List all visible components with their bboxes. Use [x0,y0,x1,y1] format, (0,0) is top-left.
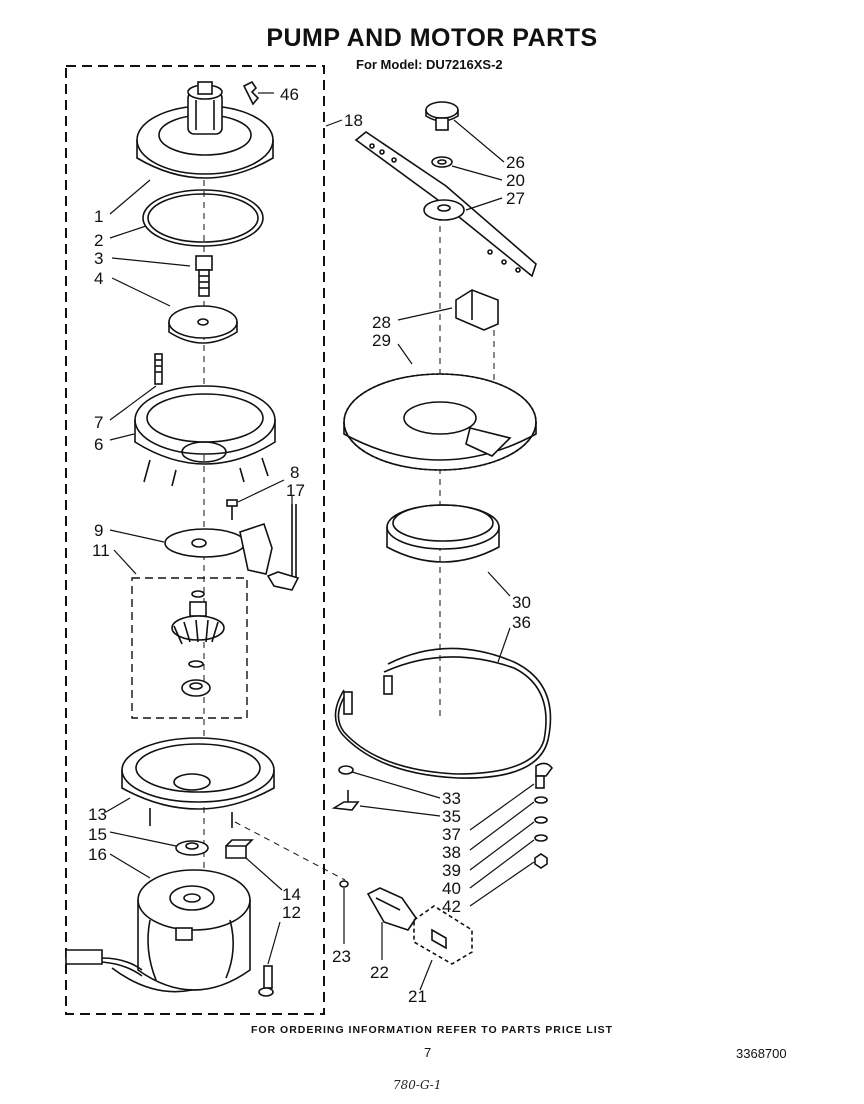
handwritten-code: 780-G-1 [393,1078,442,1092]
callout-18: 18 [344,111,363,130]
callout-20: 20 [506,171,525,190]
pump-assembly-boundary [65,65,325,1015]
pump-housing-part-6 [134,385,276,487]
callout-22: 22 [370,963,389,982]
callout-14: 14 [282,885,301,904]
page-number: 7 [424,1045,432,1060]
connector-part-22 [366,887,417,931]
callout-21: 21 [408,987,427,1006]
callout-4: 4 [94,269,103,288]
callout-9: 9 [94,521,103,540]
callout-33: 33 [442,789,461,808]
washer-part-20 [431,156,453,168]
gasket-ring-part-2 [142,189,264,247]
callout-1: 1 [94,207,103,226]
washer-part-33 [338,765,354,775]
callout-27: 27 [506,189,525,208]
callout-23: 23 [332,947,351,966]
spray-arm-cap-part-26 [425,101,459,131]
filter-screen-part-29 [343,373,537,471]
o-ring-part-23 [339,880,349,888]
impeller-part-11 [171,590,225,697]
callout-15: 15 [88,825,107,844]
motor-mount-part-13 [121,737,275,828]
callout-28: 28 [372,313,391,332]
callout-17: 17 [286,481,305,500]
ordering-information-note: FOR ORDERING INFORMATION REFER TO PARTS … [250,1024,614,1036]
hardware-stack-37-42 [534,762,554,869]
screw-part-12 [258,965,274,997]
plate-part-9 [164,522,273,575]
page-title: PUMP AND MOTOR PARTS [266,24,598,52]
callout-11: 11 [92,541,110,560]
callout-42: 42 [442,897,461,916]
callout-36: 36 [512,613,531,632]
clip-part-35 [331,790,360,811]
document-number: 3368700 [736,1046,787,1061]
subassembly-box-11 [131,577,248,719]
callout-3: 3 [94,249,103,268]
callout-13: 13 [88,805,107,824]
model-subtitle: For Model: DU7216XS-2 [356,57,503,72]
pump-housing-top [136,81,274,179]
tube-part-36 [334,647,552,779]
seal-ring-part-30 [386,504,500,563]
screw-part-7 [154,353,163,385]
callout-16: 16 [88,845,107,864]
callout-40: 40 [442,879,461,898]
seal-part-15 [175,840,209,856]
callout-37: 37 [442,825,461,844]
callout-29: 29 [372,331,391,350]
deflector-part-28 [455,289,499,331]
callout-labels: 46 18 1 2 3 4 7 6 8 17 9 11 13 15 16 14 … [88,85,531,1006]
bracket-part-14 [225,839,254,859]
callout-38: 38 [442,843,461,862]
bolt-part-3 [195,255,213,297]
callout-39: 39 [442,861,461,880]
callout-26: 26 [506,153,525,172]
rod-part-17 [266,504,300,591]
callout-46: 46 [280,85,299,104]
impeller-disc-part-4 [168,305,238,344]
callout-8: 8 [290,463,299,482]
callout-30: 30 [512,593,531,612]
callout-12: 12 [282,903,301,922]
screw-part-8 [226,499,238,520]
motor-part-16 [65,869,251,993]
callout-2: 2 [94,231,103,250]
callout-leader-lines [105,92,535,991]
callout-7: 7 [94,413,103,432]
clip-part-46 [242,80,260,106]
callout-35: 35 [442,807,461,826]
spray-arm-part-27 [354,131,537,278]
callout-6: 6 [94,435,103,454]
bracket-part-21 [413,905,473,965]
